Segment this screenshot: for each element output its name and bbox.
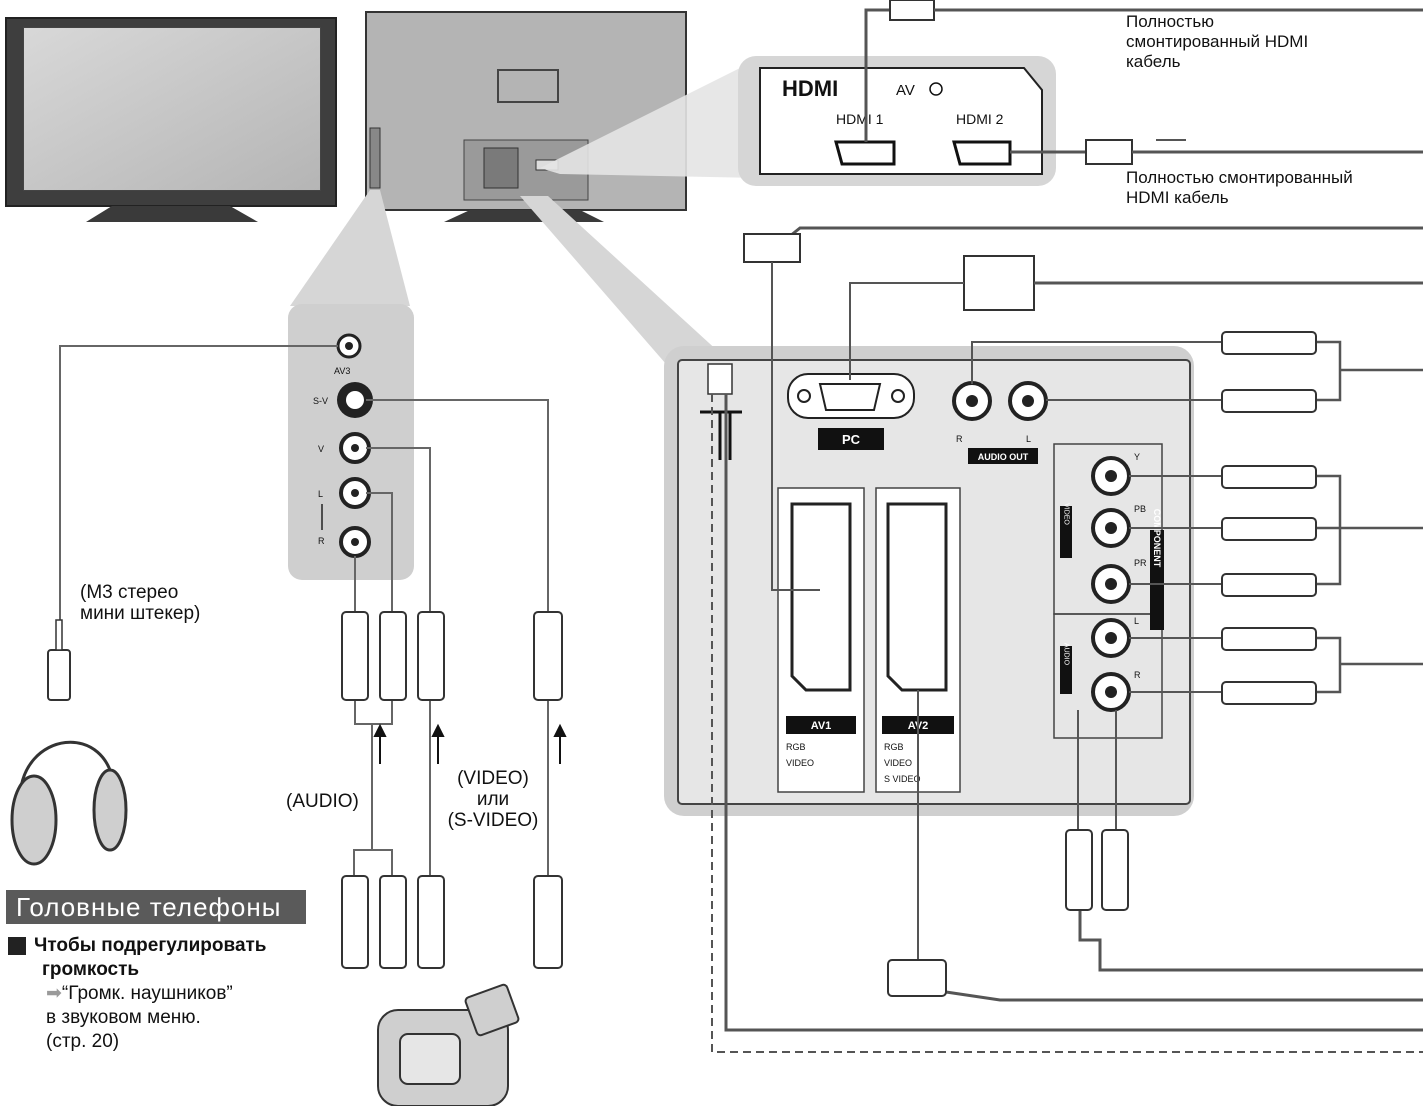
av1-rgb-label: RGB xyxy=(786,742,806,752)
ref-line2: в звуковом меню. xyxy=(46,1007,201,1028)
hdmi-port-2[interactable] xyxy=(952,140,1012,166)
camcorder-icon xyxy=(377,983,520,1107)
av-input-icon xyxy=(929,82,943,96)
direction-arrows xyxy=(373,723,567,764)
audio-label: (AUDIO) xyxy=(286,791,359,812)
bullet-square-icon xyxy=(8,937,26,955)
hdmi-port-1[interactable] xyxy=(834,140,896,166)
scart-av2-port[interactable] xyxy=(886,502,948,692)
vga-plug xyxy=(963,255,1035,311)
adjust-line2: громкость xyxy=(42,959,140,980)
ref-line3: (стр. 20) xyxy=(46,1031,120,1052)
tv-front xyxy=(5,17,337,222)
ref-line1: “Громк. наушников” xyxy=(61,983,233,1004)
hdmi-panel: HDMI AV HDMI 1 HDMI 2 xyxy=(738,56,1056,186)
comp-y-label: Y xyxy=(1134,452,1140,462)
tv-back xyxy=(290,11,760,364)
component-vertical-label: COMPONENT xyxy=(1152,509,1162,568)
pc-label: PC xyxy=(842,432,861,447)
av2-rgb-label: RGB xyxy=(884,742,904,752)
video-label: (VIDEO) или (S-VIDEO) xyxy=(447,768,539,831)
comp-pb-label: PB xyxy=(1134,504,1146,514)
audio-out-r-label: R xyxy=(956,434,963,444)
hdmi-cable-label-1: Полностью смонтированный HDMI кабель xyxy=(1126,12,1309,71)
sv-label: S-V xyxy=(313,396,328,406)
rear-cables xyxy=(711,226,1423,1053)
av2-video-label: VIDEO xyxy=(884,758,912,768)
rear-panel: PC R L AUDIO OUT VIDEO AUDIO COMPONENT Y… xyxy=(664,346,1194,816)
side-cables xyxy=(59,345,549,876)
l-label: L xyxy=(318,489,323,499)
av1-video-label: VIDEO xyxy=(786,758,814,768)
rca-plugs-top xyxy=(341,611,563,701)
audio-out-label: AUDIO OUT xyxy=(978,452,1029,462)
video-vertical-label: VIDEO xyxy=(1063,503,1070,525)
hdmi-cables xyxy=(864,0,1423,165)
r-label: R xyxy=(318,536,325,546)
hdmi-cable-label-2: Полностью смонтированный HDMI кабель xyxy=(1126,168,1353,207)
headphones-icon xyxy=(10,740,128,866)
comp-l-label: L xyxy=(1134,616,1139,626)
comp-pr-label: PR xyxy=(1134,558,1147,568)
hdmi-av-label: AV xyxy=(896,82,915,99)
headphones-note: Чтобы подрегулировать громкость ➡“Громк.… xyxy=(8,934,328,1054)
av3-label: AV3 xyxy=(334,366,350,376)
comp-r-label: R xyxy=(1134,670,1141,680)
scart-av1-port[interactable] xyxy=(790,502,852,692)
v-label: V xyxy=(318,444,324,454)
side-panel: AV3 S-V V L R xyxy=(288,304,414,580)
hdmi-port2-label: HDMI 2 xyxy=(956,111,1004,127)
hdmi-logo: HDMI xyxy=(782,76,838,101)
hdmi-port1-label: HDMI 1 xyxy=(836,111,884,127)
audio-out-l-label: L xyxy=(1026,434,1031,444)
m3-plug-label: (M3 стерео мини штекер) xyxy=(80,582,201,624)
av1-label: AV1 xyxy=(811,720,832,732)
av2-svideo-label: S VIDEO xyxy=(884,774,921,784)
rca-plugs-bottom xyxy=(341,875,563,969)
audio-vertical-label: AUDIO xyxy=(1063,643,1070,666)
adjust-line1: Чтобы подрегулировать xyxy=(34,935,267,956)
headphones-title: Головные телефоны xyxy=(6,890,306,924)
rear-rca-plugs xyxy=(887,331,1317,997)
arrow-right-icon: ➡ xyxy=(46,983,62,1004)
minijack-plug xyxy=(47,619,71,701)
